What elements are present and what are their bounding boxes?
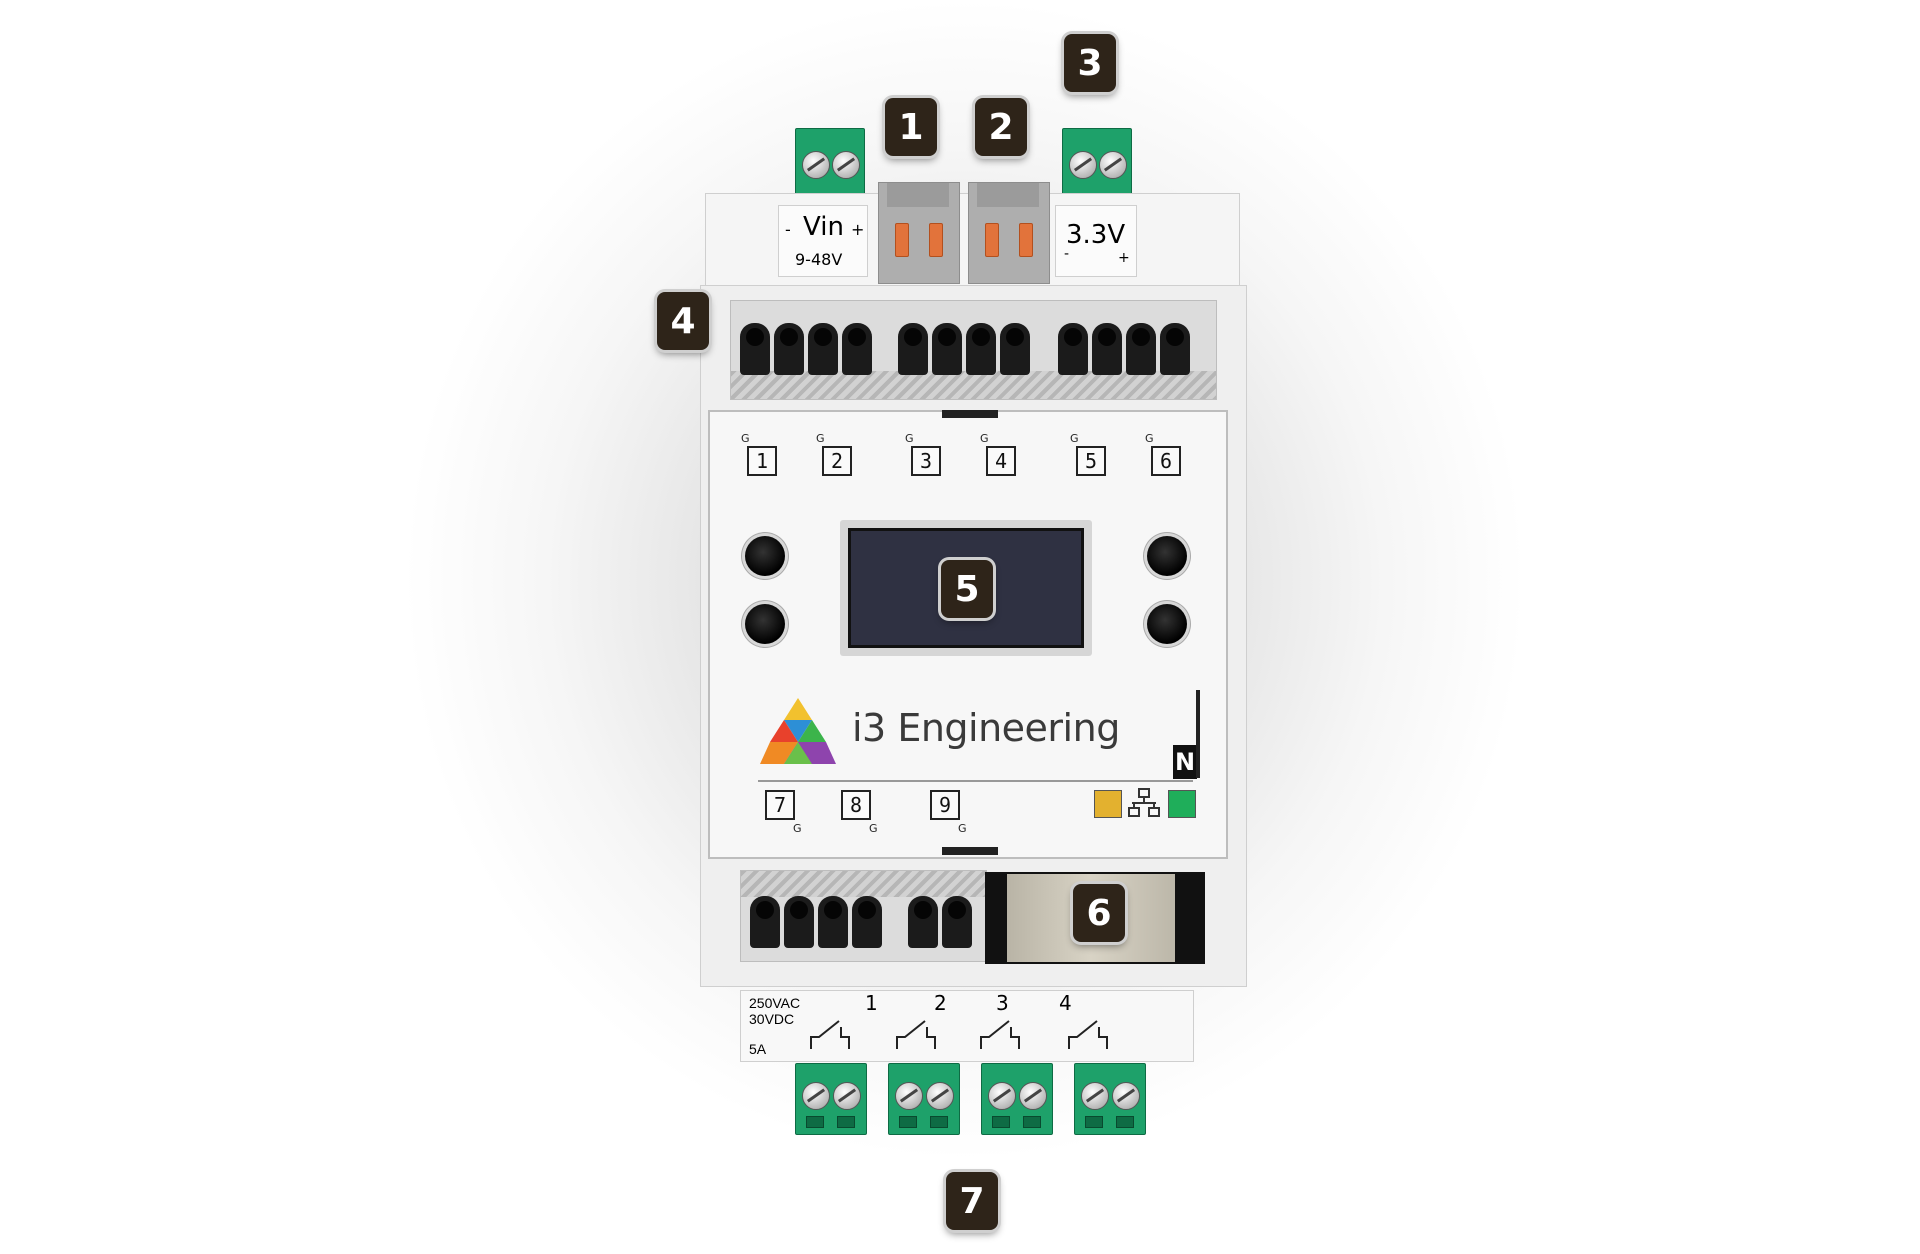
channel-2: 2 (822, 446, 852, 476)
screw-icon (832, 151, 860, 179)
right-top-button[interactable] (1147, 536, 1187, 576)
brand-name: i3 Engineering (852, 706, 1120, 750)
vin-label: - Vin + 9-48V (778, 205, 868, 277)
channel-7: 7 (765, 790, 795, 820)
relay-number-3: 3 (996, 991, 1009, 1015)
network-icon (1128, 788, 1160, 817)
relay-number-1: 1 (865, 991, 878, 1015)
3v3-text: 3.3V (1066, 220, 1126, 250)
callout-4: 4 (657, 292, 709, 350)
channel-8: 8 (841, 790, 871, 820)
channel-1: 1 (747, 446, 777, 476)
vin-text: Vin (803, 212, 844, 242)
vin-range: 9-48V (795, 250, 843, 269)
3v3-label: 3.3V - + (1055, 205, 1137, 277)
relay-terminal-2 (888, 1063, 960, 1135)
callout-5: 5 (941, 560, 993, 618)
relay-terminal-4 (1074, 1063, 1146, 1135)
network-badge: N (1173, 745, 1197, 779)
channel-3: 3 (911, 446, 941, 476)
vin-terminal-block (795, 128, 865, 196)
status-led-yellow (1094, 790, 1122, 818)
left-top-button[interactable] (745, 536, 785, 576)
right-bottom-button[interactable] (1147, 604, 1187, 644)
3v3-terminal-block (1062, 128, 1132, 196)
oled-display (840, 520, 1092, 656)
connector-2[interactable] (968, 182, 1050, 284)
relay-number-2: 2 (934, 991, 947, 1015)
relay-number-4: 4 (1059, 991, 1072, 1015)
channel-9: 9 (930, 790, 960, 820)
callout-1: 1 (885, 98, 937, 156)
relay-terminal-3 (981, 1063, 1053, 1135)
screw-icon (802, 151, 830, 179)
relay-terminal-1 (795, 1063, 867, 1135)
channel-4: 4 (986, 446, 1016, 476)
brand-logo-icon (760, 698, 836, 764)
connector-1[interactable] (878, 182, 960, 284)
callout-6: 6 (1073, 884, 1125, 942)
channel-6: 6 (1151, 446, 1181, 476)
relay-contact-icon (810, 1020, 1108, 1049)
left-bottom-button[interactable] (745, 604, 785, 644)
status-led-green (1168, 790, 1196, 818)
panel-divider (758, 780, 1193, 782)
callout-7: 7 (946, 1172, 998, 1230)
channel-5: 5 (1076, 446, 1106, 476)
screw-icon (1069, 151, 1097, 179)
screw-icon (1099, 151, 1127, 179)
callout-3: 3 (1064, 34, 1116, 92)
relay-label: 250VAC 30VDC 5A 1 2 3 4 (740, 990, 1194, 1062)
callout-2: 2 (975, 98, 1027, 156)
